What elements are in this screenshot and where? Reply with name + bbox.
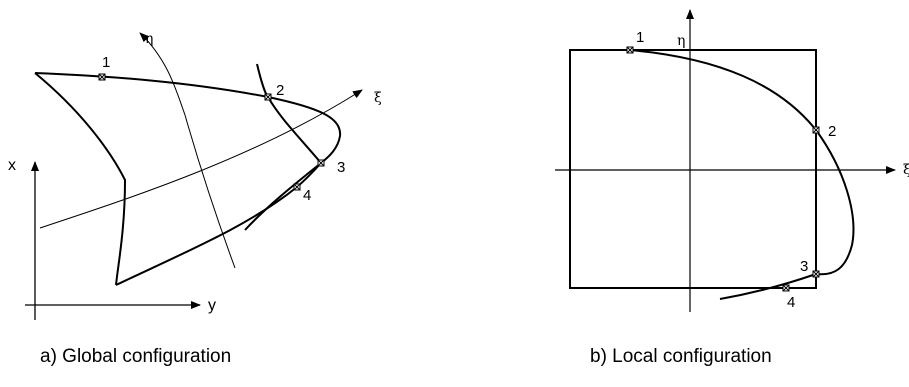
point-marker-3: [317, 159, 325, 167]
point-label-4: 4: [303, 187, 311, 204]
local-point-marker-2: [812, 126, 820, 134]
element-top-edge: [34, 72, 269, 98]
global-element-boundary: [34, 63, 342, 286]
element-bottom-edge: [115, 186, 298, 286]
x-axis-label: x: [8, 157, 16, 174]
local-point-label-2: 2: [828, 123, 836, 140]
eta-curve: [139, 32, 236, 269]
local-caption: b) Local configuration: [590, 346, 772, 367]
global-caption: a) Global configuration: [40, 346, 231, 367]
point-label-1: 1: [102, 54, 110, 71]
local-point-label-4: 4: [787, 294, 795, 311]
xy-axes: x y: [8, 157, 216, 320]
local-square: [569, 49, 817, 289]
point-marker-4: [293, 183, 301, 191]
global-configuration-panel: x y ξ η: [8, 31, 382, 367]
y-axis-label: y: [208, 297, 216, 314]
point-label-3: 3: [337, 159, 345, 176]
xi-label-global: ξ: [374, 90, 382, 106]
point-marker-2: [264, 93, 272, 101]
local-point-marker-1: [626, 46, 634, 54]
local-points: 1 2 3 4: [626, 29, 836, 311]
point-label-2: 2: [276, 82, 284, 99]
local-point-label-3: 3: [800, 258, 808, 275]
local-curve: [629, 49, 855, 300]
xi-label-local: ξ: [903, 162, 909, 178]
element-left-edge: [34, 72, 127, 286]
local-configuration-panel: ξ η: [555, 9, 909, 367]
point-marker-1: [98, 73, 106, 81]
element-right-edge: [256, 63, 323, 188]
local-point-marker-3: [812, 270, 820, 278]
natural-coordinates-global: [39, 32, 363, 269]
global-points: 1 2 3 4: [98, 54, 345, 204]
global-curve: [244, 96, 342, 231]
eta-label-global: η: [145, 31, 153, 47]
eta-label-local: η: [677, 33, 685, 49]
local-point-marker-4: [782, 284, 790, 292]
local-point-label-1: 1: [636, 29, 644, 46]
xi-curve: [39, 89, 363, 229]
